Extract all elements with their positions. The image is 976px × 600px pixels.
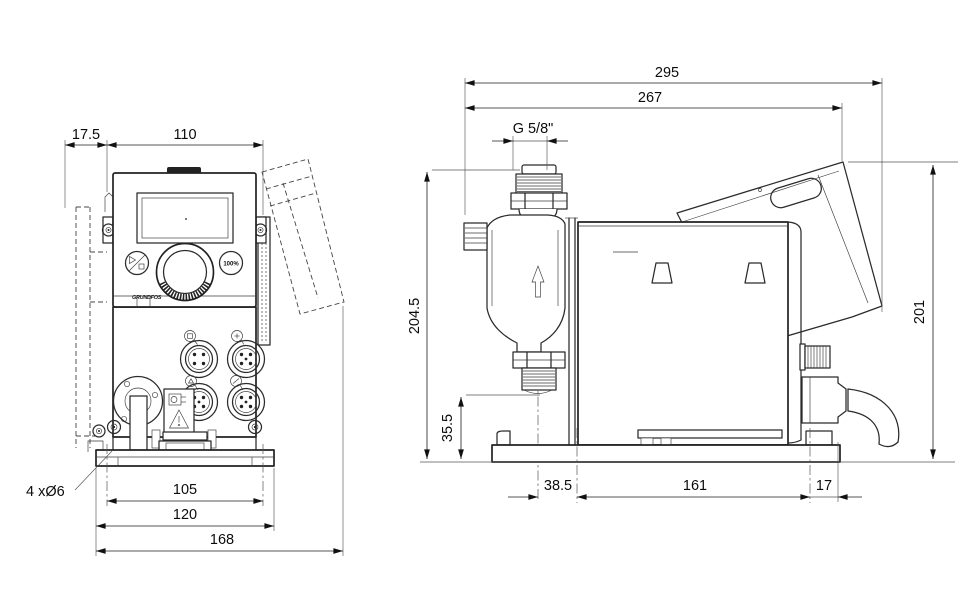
dim-overall-width: 168 bbox=[210, 532, 234, 548]
dim-panel-width: 110 bbox=[173, 127, 196, 143]
dim-mounting-hole-spacing: 161 bbox=[683, 478, 707, 494]
dim-rear-height: 201 bbox=[912, 300, 928, 324]
front-view: 100% GRUNDFOS bbox=[75, 158, 345, 506]
base-screw bbox=[92, 424, 106, 438]
suction-valve bbox=[512, 351, 566, 394]
dim-height-overall: 204.5 bbox=[407, 298, 423, 334]
warning-label bbox=[163, 388, 195, 434]
flow-direction-arrow bbox=[531, 265, 545, 298]
head-body bbox=[486, 214, 566, 353]
plug-icon bbox=[168, 393, 182, 406]
tilted-control-unit-hidden bbox=[261, 158, 345, 315]
dim-head-offset: 38.5 bbox=[544, 478, 572, 494]
clamp-plate bbox=[162, 431, 208, 441]
dim-mounting-holes: 4 xØ6 bbox=[26, 484, 65, 500]
foot-front-riser bbox=[496, 430, 511, 446]
capacity-button-label: 100% bbox=[223, 262, 239, 268]
dim-length-to-panel: 267 bbox=[638, 90, 662, 106]
handle-recess bbox=[770, 177, 822, 209]
side-view bbox=[463, 161, 900, 503]
dim-connection-thread: G 5/8" bbox=[513, 121, 554, 137]
play-pause-slash-icon bbox=[128, 254, 146, 272]
base-foot-front bbox=[95, 429, 275, 506]
wheel-grip-ribs bbox=[159, 281, 211, 301]
warning-triangle-icon bbox=[168, 409, 190, 429]
click-wheel[interactable] bbox=[155, 242, 215, 302]
discharge-thread bbox=[515, 173, 563, 194]
dosing-head bbox=[463, 164, 568, 502]
power-cable bbox=[847, 388, 900, 448]
capacity-button[interactable]: 100% bbox=[218, 250, 244, 276]
housing-screws bbox=[106, 419, 263, 435]
base-foot-side bbox=[491, 428, 841, 503]
connector-socket-4 bbox=[226, 382, 266, 422]
dim-overall-length: 295 bbox=[655, 65, 679, 81]
dim-suction-valve-height: 35.5 bbox=[440, 414, 456, 442]
motor-housing bbox=[565, 217, 802, 446]
discharge-nut bbox=[510, 192, 568, 210]
connector-socket-1 bbox=[179, 339, 219, 379]
control-panel: 100% GRUNDFOS bbox=[112, 167, 257, 308]
priming-valve bbox=[463, 222, 488, 251]
vent-slot bbox=[651, 262, 673, 284]
dim-hole-spacing: 105 bbox=[173, 482, 197, 498]
vent-slot bbox=[744, 262, 766, 284]
connector-socket-2 bbox=[226, 339, 266, 379]
dim-bracket-offset: 17.5 bbox=[72, 127, 100, 143]
connection-housing bbox=[92, 306, 266, 464]
socket-id-icons bbox=[184, 330, 245, 391]
dimensions: 17.5 110 105 120 168 4 xØ6 295 267 G 5/8… bbox=[26, 65, 958, 556]
start-stop-button[interactable] bbox=[124, 250, 150, 276]
cable-gland bbox=[112, 375, 164, 464]
rear-connector bbox=[799, 343, 900, 448]
discharge-cap bbox=[521, 164, 557, 175]
dim-rear-overhang: 17 bbox=[816, 478, 832, 494]
grundfos-logo: GRUNDFOS bbox=[132, 295, 162, 301]
dim-base-width: 120 bbox=[173, 507, 197, 523]
cable-plug bbox=[801, 376, 847, 424]
wall-bracket bbox=[75, 206, 107, 452]
